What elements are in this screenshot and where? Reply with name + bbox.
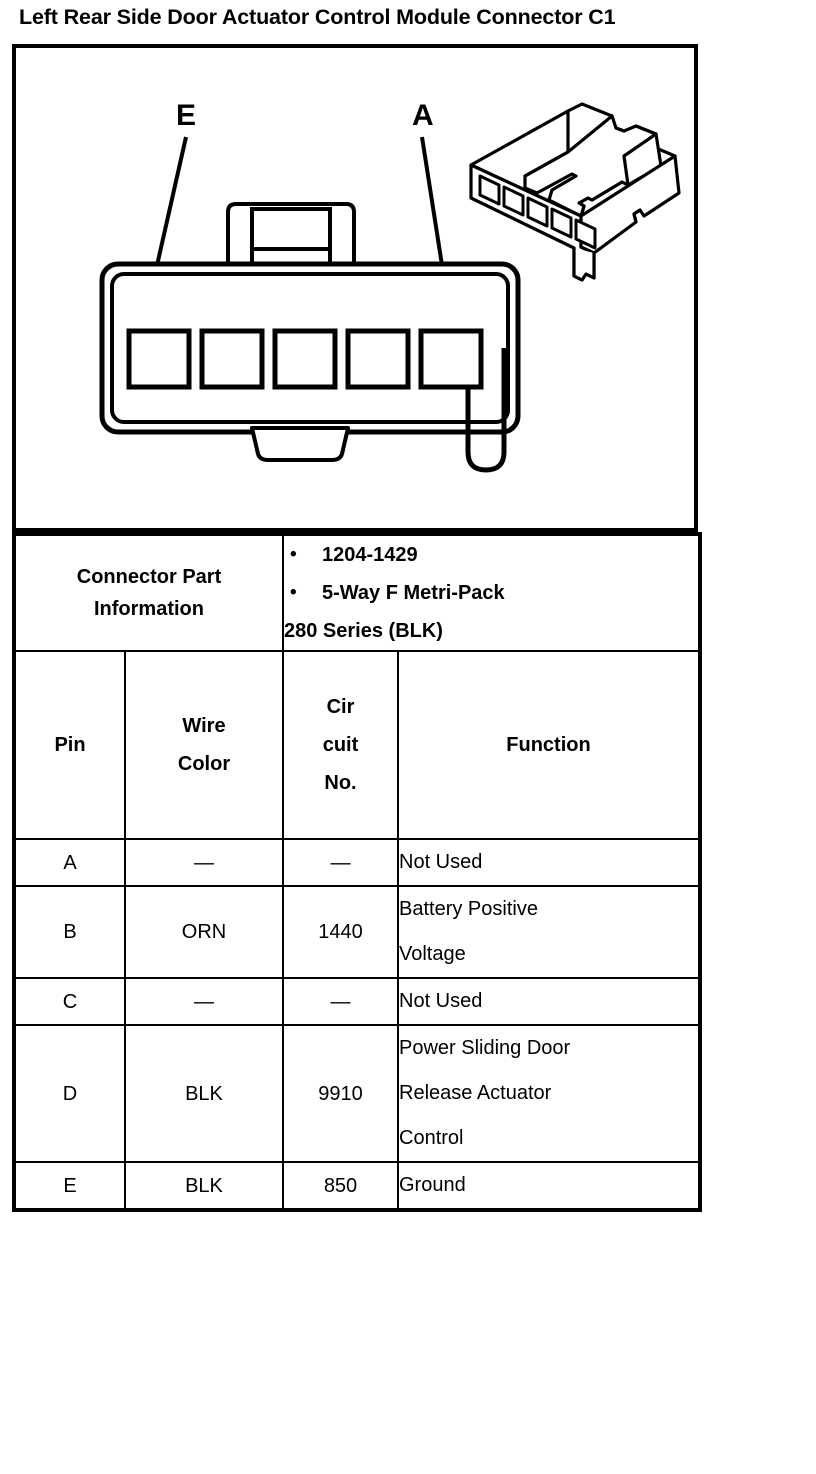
iso-cavity-4 xyxy=(550,207,573,239)
part-info-label-line2: Information xyxy=(94,598,204,620)
cell-function: Power Sliding Door Release Actuator Cont… xyxy=(397,1024,702,1163)
part-info-continuation: 280 Series (BLK) xyxy=(284,620,443,642)
table-row: B ORN 1440 Battery Positive Voltage xyxy=(12,885,702,979)
function-line: Release Actuator xyxy=(399,1082,552,1104)
column-header-circuit-no: Cir cuit No. xyxy=(282,650,399,840)
column-header-circuit-line2: cuit xyxy=(322,734,359,756)
column-header-circuit-line1: Cir xyxy=(326,696,355,718)
front-top-tab-inner xyxy=(250,207,332,251)
table-row: A — — Not Used xyxy=(12,838,702,887)
cell-circuit-no: — xyxy=(282,977,399,1026)
front-right-hook xyxy=(465,348,507,473)
cell-pin: E xyxy=(12,1161,126,1212)
iso-right-face-notch xyxy=(632,208,642,224)
cell-pin: D xyxy=(12,1024,126,1163)
part-info-row: Connector Part Information 1204-1429 5-W… xyxy=(12,532,702,652)
front-view-group xyxy=(99,202,521,473)
page-title: Left Rear Side Door Actuator Control Mod… xyxy=(19,5,616,29)
cell-pin: B xyxy=(12,885,126,979)
cell-wire-color: BLK xyxy=(124,1161,284,1212)
cell-circuit-no: — xyxy=(282,838,399,887)
front-cavity-3 xyxy=(272,328,338,390)
function-line: Voltage xyxy=(399,943,466,965)
connector-illustration-svg xyxy=(99,102,681,473)
connector-data-table: Connector Part Information 1204-1429 5-W… xyxy=(12,532,702,1212)
callout-label-a: A xyxy=(412,99,434,132)
part-info-bullet-list: 1204-1429 5-Way F Metri-Pack xyxy=(284,536,698,612)
front-cavity-5 xyxy=(418,328,484,390)
front-cavity-1 xyxy=(126,328,192,390)
cell-wire-color: ORN xyxy=(124,885,284,979)
cell-function: Not Used xyxy=(397,838,702,887)
iso-lever-edge-1 xyxy=(523,114,614,178)
function-line: Not Used xyxy=(399,990,483,1012)
cell-wire-color: BLK xyxy=(124,1024,284,1163)
front-cavity-4 xyxy=(345,328,411,390)
iso-cavity-3 xyxy=(526,196,549,228)
iso-bottom-tab xyxy=(572,246,596,282)
column-header-function: Function xyxy=(397,650,702,840)
isometric-view-group xyxy=(469,102,681,282)
cell-circuit-no: 9910 xyxy=(282,1024,399,1163)
iso-cavity-5 xyxy=(574,218,597,250)
iso-cavity-1 xyxy=(478,174,501,206)
column-header-circuit-line3: No. xyxy=(324,772,357,794)
iso-cavity-group xyxy=(478,174,597,250)
function-line: Ground xyxy=(399,1174,466,1196)
column-header-wire-color-line1: Wire xyxy=(182,715,226,737)
cell-function: Battery Positive Voltage xyxy=(397,885,702,979)
function-line: Battery Positive xyxy=(399,898,538,920)
cell-wire-color: — xyxy=(124,977,284,1026)
illustration-panel: E A xyxy=(12,44,698,532)
cell-wire-color: — xyxy=(124,838,284,887)
function-line: Control xyxy=(399,1127,464,1149)
cell-circuit-no: 850 xyxy=(282,1161,399,1212)
table-row: D BLK 9910 Power Sliding Door Release Ac… xyxy=(12,1024,702,1163)
part-info-bullet-1: 1204-1429 xyxy=(284,536,698,574)
front-cavity-group xyxy=(126,328,484,390)
iso-lever-edge-3 xyxy=(634,124,658,136)
cell-circuit-no: 1440 xyxy=(282,885,399,979)
front-bottom-latch-bump xyxy=(250,426,350,462)
iso-lever-edge-2 xyxy=(614,126,626,133)
function-line: Power Sliding Door xyxy=(399,1037,571,1059)
cell-function: Not Used xyxy=(397,977,702,1026)
cell-pin: C xyxy=(12,977,126,1026)
iso-cavity-2 xyxy=(502,185,525,217)
table-row: E BLK 850 Ground xyxy=(12,1161,702,1212)
cell-function: Ground xyxy=(397,1161,702,1212)
part-info-value-cell: 1204-1429 5-Way F Metri-Pack 280 Series … xyxy=(282,532,702,652)
function-line: Not Used xyxy=(399,851,483,873)
column-header-wire-color: Wire Color xyxy=(124,650,284,840)
table-row: C — — Not Used xyxy=(12,977,702,1026)
callout-label-e: E xyxy=(176,99,197,132)
table-header-row: Pin Wire Color Cir cuit No. Function xyxy=(12,650,702,840)
cell-pin: A xyxy=(12,838,126,887)
part-info-label-cell: Connector Part Information xyxy=(12,532,284,652)
column-header-wire-color-line2: Color xyxy=(177,753,231,775)
part-info-label-line1: Connector Part xyxy=(76,566,222,588)
part-info-bullet-2: 5-Way F Metri-Pack xyxy=(284,574,698,612)
column-header-pin: Pin xyxy=(12,650,126,840)
front-cavity-2 xyxy=(199,328,265,390)
iso-lever-rib xyxy=(622,132,658,187)
